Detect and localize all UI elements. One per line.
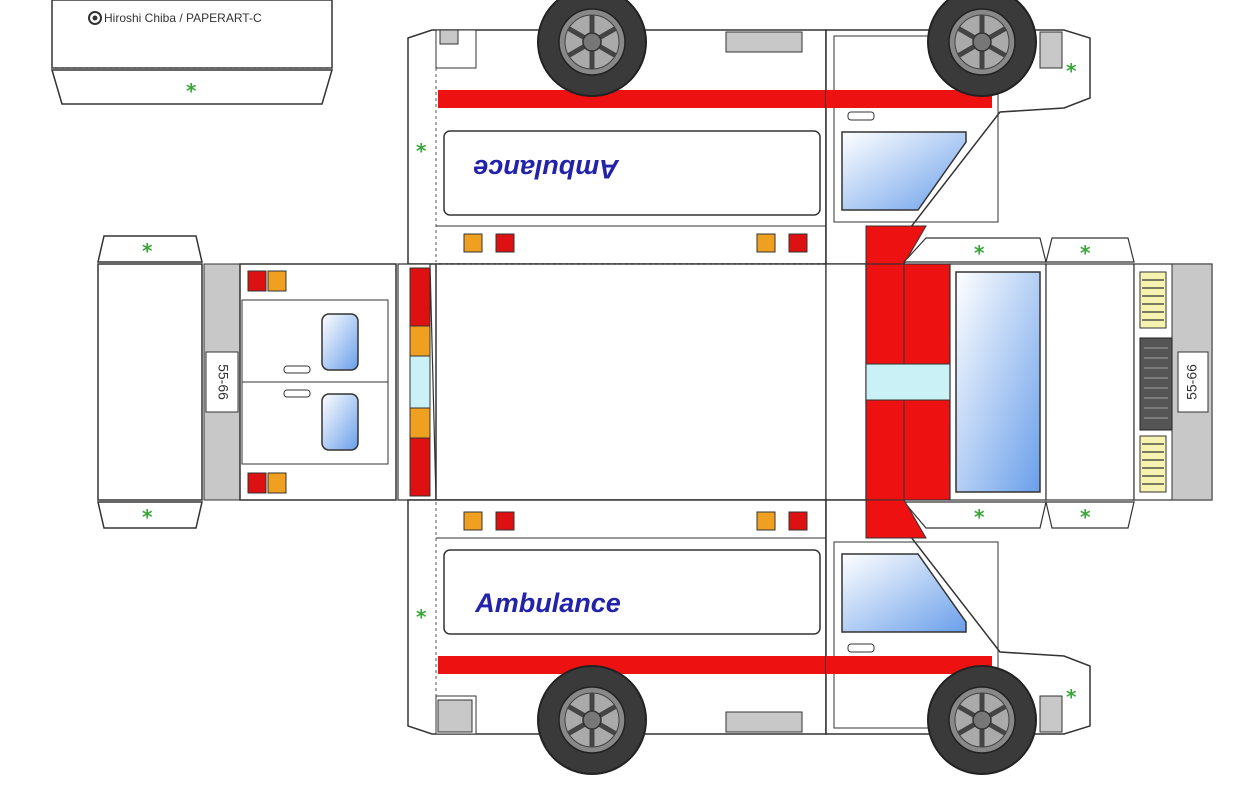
marker-light-red xyxy=(495,511,515,531)
side-window-panel xyxy=(443,130,821,216)
roof-panel xyxy=(435,263,1212,501)
glue-mark: * xyxy=(974,241,985,265)
rear-panel: * * 55-66 xyxy=(97,235,397,529)
rear-window xyxy=(321,393,359,451)
door-handle xyxy=(283,365,311,374)
rear-window xyxy=(321,313,359,371)
roof-beacon-band xyxy=(865,263,951,501)
glue-mark: * xyxy=(142,239,153,263)
wheel xyxy=(927,0,1037,97)
marker-light-amber xyxy=(463,511,483,531)
svg-text:55-66: 55-66 xyxy=(1184,364,1200,400)
cab-upper: * xyxy=(825,29,1091,265)
marker-light-red xyxy=(495,233,515,253)
tail-light-red xyxy=(247,472,267,494)
tail-light-red xyxy=(247,270,267,292)
side-window-panel xyxy=(443,549,821,635)
credit-text: Hiroshi Chiba / PAPERART-C xyxy=(104,11,262,25)
marker-light-amber xyxy=(756,233,776,253)
license-plate-front xyxy=(1177,351,1209,413)
windshield xyxy=(955,271,1041,493)
cab-window xyxy=(841,553,967,633)
license-plate-rear xyxy=(205,351,239,413)
tail-light-amber xyxy=(267,472,287,494)
glue-mark: * xyxy=(142,505,153,529)
windshield-panel: * * xyxy=(902,237,1047,529)
glue-mark: * xyxy=(974,505,985,529)
headlight xyxy=(1139,271,1167,329)
wheel xyxy=(537,0,647,97)
ambulance-label-upper: Ambulance xyxy=(473,154,620,184)
wheel xyxy=(927,665,1037,775)
grille xyxy=(1139,337,1173,431)
tail-light-amber xyxy=(267,270,287,292)
cab-window xyxy=(841,131,967,211)
copyright-icon xyxy=(88,11,102,25)
hood-panel: * * xyxy=(1045,237,1135,529)
headlight xyxy=(1139,435,1167,493)
glue-mark: * xyxy=(1080,241,1091,265)
beacon-light xyxy=(865,363,951,401)
svg-text:55-66: 55-66 xyxy=(215,364,231,400)
door-handle xyxy=(283,389,311,398)
red-stripe xyxy=(438,656,826,674)
red-stripe xyxy=(826,656,992,674)
ambulance-label-lower: Ambulance xyxy=(474,588,621,618)
door-handle xyxy=(847,643,875,653)
glue-mark: * xyxy=(416,139,427,163)
glue-mark: * xyxy=(416,605,427,629)
side-panel-upper: Ambulance * xyxy=(407,29,827,265)
side-panel-lower: Ambulance * xyxy=(407,499,827,735)
glue-mark: * xyxy=(1080,505,1091,529)
marker-light-amber xyxy=(463,233,483,253)
marker-light-red xyxy=(788,233,808,253)
red-stripe xyxy=(826,90,992,108)
door-handle xyxy=(847,111,875,121)
marker-light-amber xyxy=(756,511,776,531)
glue-mark: * xyxy=(1066,685,1077,709)
credit-tab: Hiroshi Chiba / PAPERART-C * xyxy=(50,0,334,105)
wheel xyxy=(537,665,647,775)
front-panel: 55-66 xyxy=(1133,263,1213,501)
glue-mark: * xyxy=(1066,59,1077,83)
marker-light-red xyxy=(788,511,808,531)
rear-light-bar xyxy=(397,263,437,501)
glue-mark: * xyxy=(186,79,197,103)
cab-lower: * xyxy=(825,499,1091,735)
red-stripe xyxy=(438,90,826,108)
